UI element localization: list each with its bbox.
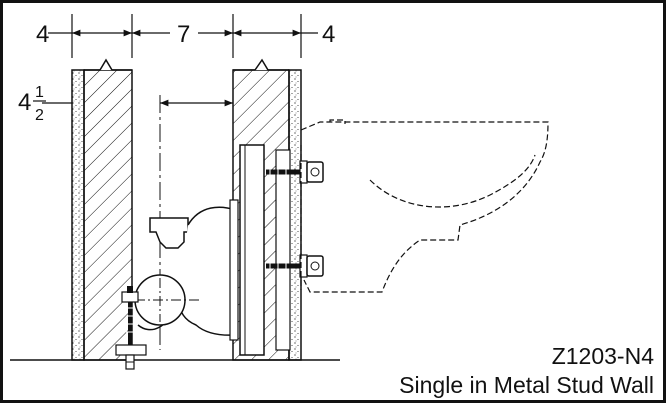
wall-hung-toilet-outline [300, 119, 549, 293]
dimension-left-wall: 4 [36, 21, 49, 48]
upper-mounting-bolt [266, 160, 324, 184]
dimension-offset-denominator: 2 [35, 107, 44, 124]
drawing-code: Z1203-N4 [551, 343, 654, 369]
drawing-description: Single in Metal Stud Wall [399, 372, 654, 398]
dimension-offset-numerator: 1 [35, 84, 44, 101]
dimension-offset-whole: 4 [18, 89, 31, 116]
floor-anchor [115, 286, 147, 370]
dimension-offset: 4 1 2 [18, 84, 233, 124]
left-wall [71, 58, 133, 361]
carrier-plate [239, 144, 291, 356]
dimension-right-wall: 4 [322, 21, 335, 48]
lower-mounting-bolt [266, 254, 324, 278]
waste-fitting [134, 199, 239, 341]
dimension-cavity: 7 [177, 21, 190, 48]
dimension-top: 4 7 4 [36, 14, 335, 58]
